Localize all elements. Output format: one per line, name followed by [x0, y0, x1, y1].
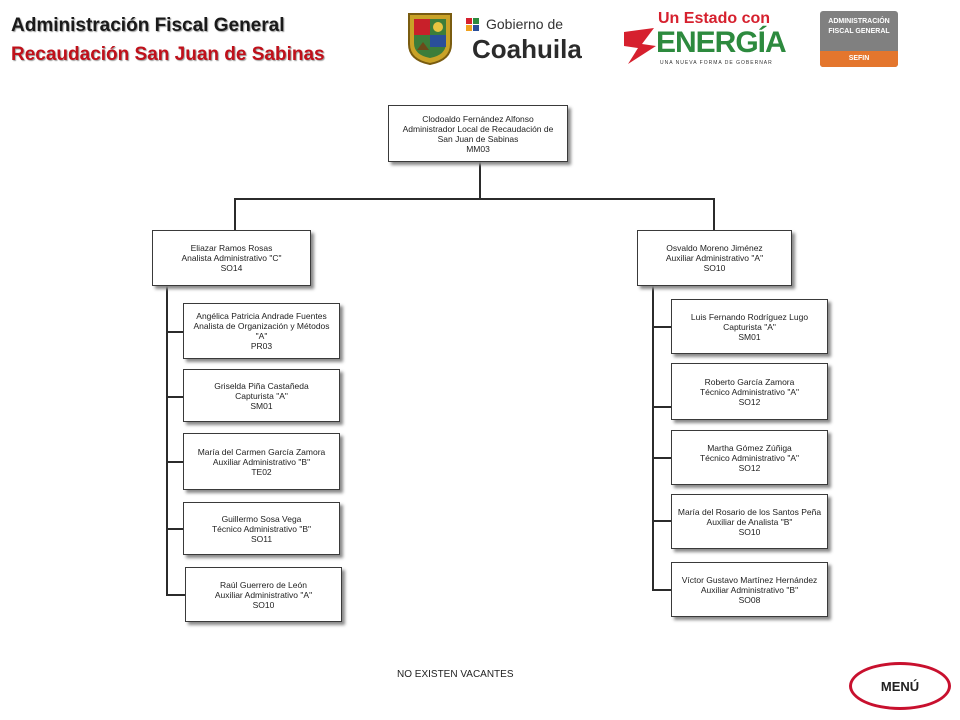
connector-right-trunk — [652, 286, 654, 590]
org-node-left-staff-1: Angélica Patricia Andrade Fuentes Analis… — [183, 303, 340, 359]
node-code: SO08 — [738, 594, 761, 605]
node-code: SO10 — [252, 599, 275, 610]
node-name: Osvaldo Moreno Jiménez — [666, 243, 763, 253]
node-name: María del Carmen García Zamora — [197, 446, 326, 457]
node-position: Capturista "A" — [723, 321, 776, 332]
node-position: Auxiliar Administrativo "B" — [700, 584, 799, 595]
node-code: PR03 — [250, 341, 273, 351]
connector-left-trunk — [166, 286, 168, 595]
connector-right-branch-4 — [652, 520, 671, 522]
connector-left-branch-4 — [166, 528, 183, 530]
connector-left-head — [234, 198, 236, 231]
node-code: TE02 — [251, 466, 272, 477]
page-title: Administración Fiscal General — [11, 15, 285, 36]
node-position: Técnico Administrativo "A" — [699, 452, 800, 463]
org-node-left-head: Eliazar Ramos Rosas Analista Administrat… — [152, 230, 311, 286]
estado-tagline: UNA NUEVA FORMA DE GOBERNAR — [660, 60, 773, 66]
node-name: Roberto García Zamora — [704, 376, 795, 387]
org-node-left-staff-5: Raúl Guerrero de León Auxiliar Administr… — [185, 567, 342, 622]
node-name: Víctor Gustavo Martínez Hernández — [681, 574, 818, 585]
afg-line2: FISCAL GENERAL — [828, 28, 890, 35]
afg-line1: ADMINISTRACIÓN — [828, 18, 890, 25]
org-node-right-staff-1: Luis Fernando Rodríguez Lugo Capturista … — [671, 299, 828, 354]
node-name: Griselda Piña Castañeda — [214, 380, 309, 391]
node-position: Técnico Administrativo "B" — [211, 523, 312, 534]
estado-line1: Un Estado con — [658, 10, 771, 27]
connector-right-branch-1 — [652, 326, 671, 328]
node-code: SO11 — [250, 533, 273, 544]
node-code: MM03 — [466, 143, 490, 154]
node-name: Guillermo Sosa Vega — [221, 513, 302, 524]
node-position: Auxiliar Administrativo "A" — [665, 253, 764, 263]
connector-left-branch-5 — [166, 594, 185, 596]
connector-right-head — [713, 198, 715, 231]
org-node-right-staff-5: Víctor Gustavo Martínez Hernández Auxili… — [671, 562, 828, 617]
org-node-left-staff-3: María del Carmen García Zamora Auxiliar … — [183, 433, 340, 490]
connector-right-branch-3 — [652, 457, 671, 459]
node-position: Analista Administrativo "C" — [181, 253, 282, 263]
node-code: SM01 — [738, 331, 761, 342]
node-name: Raúl Guerrero de León — [220, 579, 307, 590]
page-subtitle: Recaudación San Juan de Sabinas — [11, 44, 325, 65]
node-name: Martha Gómez Zúñiga — [707, 442, 792, 453]
connector-left-branch-2 — [166, 396, 183, 398]
node-code: SO12 — [738, 396, 761, 407]
node-name: María del Rosario de los Santos Peña — [677, 506, 822, 517]
menu-button[interactable]: MENÚ — [849, 662, 951, 710]
node-position: Capturista "A" — [235, 390, 288, 401]
node-code: SO10 — [738, 526, 761, 537]
node-code: SO12 — [738, 462, 761, 473]
node-name: Angélica Patricia Andrade Fuentes — [196, 311, 327, 321]
org-node-root: Clodoaldo Fernández Alfonso Administrado… — [388, 105, 568, 162]
node-position-line2: San Juan de Sabinas — [437, 133, 519, 144]
vacancies-note: NO EXISTEN VACANTES — [397, 669, 514, 680]
connector-left-branch-1 — [166, 331, 183, 333]
org-node-right-staff-3: Martha Gómez Zúñiga Técnico Administrati… — [671, 430, 828, 485]
node-name: Luis Fernando Rodríguez Lugo — [690, 311, 809, 322]
connector-left-branch-3 — [166, 461, 183, 463]
node-position: Auxiliar Administrativo "A" — [214, 589, 313, 600]
node-position: Auxiliar de Analista "B" — [706, 516, 793, 527]
gobierno-line2: Coahuila — [472, 34, 582, 64]
org-node-left-staff-2: Griselda Piña Castañeda Capturista "A" S… — [183, 369, 340, 422]
node-position: Analista de Organización y Métodos — [193, 321, 330, 331]
estado-energia-logo: Un Estado con ENERGÍA UNA NUEVA FORMA DE… — [620, 10, 800, 68]
gobierno-line1: Gobierno de — [486, 16, 564, 32]
node-code: SM01 — [250, 400, 273, 411]
node-code: SO10 — [703, 263, 726, 273]
node-code: SO14 — [220, 263, 243, 273]
node-position: Administrador Local de Recaudación de — [402, 123, 554, 134]
node-position: Técnico Administrativo "A" — [699, 386, 800, 397]
org-node-right-staff-2: Roberto García Zamora Técnico Administra… — [671, 363, 828, 420]
connector-horizontal-top — [234, 198, 715, 200]
afg-badge-logo: ADMINISTRACIÓN FISCAL GENERAL SEFIN — [820, 11, 898, 67]
node-name: Clodoaldo Fernández Alfonso — [422, 113, 534, 124]
org-node-right-staff-4: María del Rosario de los Santos Peña Aux… — [671, 494, 828, 549]
gobierno-coahuila-logo: Gobierno de Coahuila — [464, 14, 604, 66]
afg-line3: SEFIN — [820, 51, 898, 67]
connector-right-branch-5 — [652, 589, 671, 591]
connector-root-down — [479, 162, 481, 200]
connector-right-branch-2 — [652, 406, 671, 408]
estado-line2: ENERGÍA — [656, 26, 787, 59]
node-name: Eliazar Ramos Rosas — [190, 243, 273, 253]
org-node-right-head: Osvaldo Moreno Jiménez Auxiliar Administ… — [637, 230, 792, 286]
org-node-left-staff-4: Guillermo Sosa Vega Técnico Administrati… — [183, 502, 340, 555]
node-position: Auxiliar Administrativo "B" — [212, 456, 311, 467]
node-position-line2: "A" — [255, 331, 268, 341]
coat-of-arms-logo — [405, 10, 455, 66]
